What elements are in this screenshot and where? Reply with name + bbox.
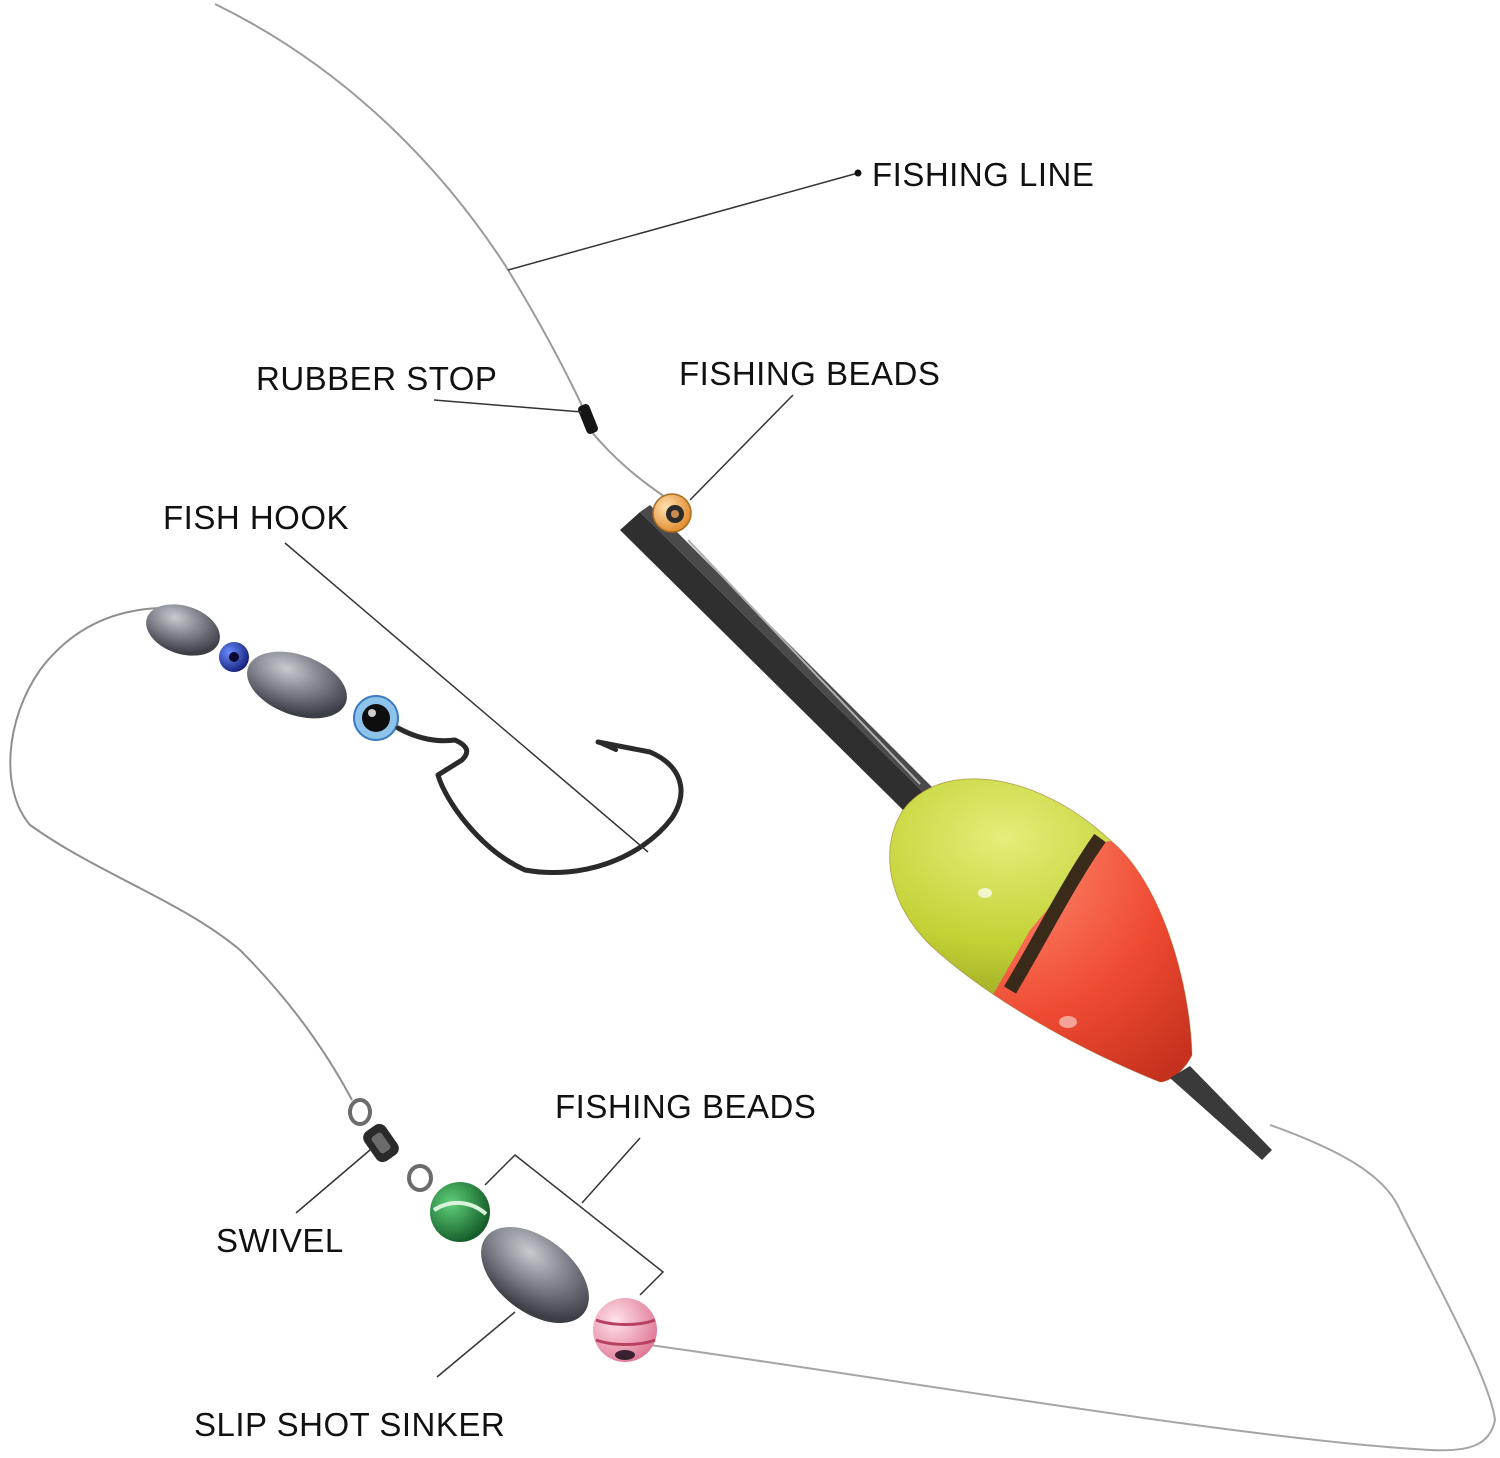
hook-sinker-small xyxy=(146,604,220,656)
float-body xyxy=(889,778,1193,1083)
fishing-bead-green xyxy=(430,1182,490,1242)
label-fishing-beads-bottom: FISHING BEADS xyxy=(555,1088,817,1125)
hook-sinker-large xyxy=(247,651,347,719)
fishing-bead-orange xyxy=(652,493,692,533)
float-bottom-stem xyxy=(1170,1066,1272,1160)
fishing-bead-pink xyxy=(593,1298,657,1362)
callout-fish-hook xyxy=(284,542,649,853)
label-swivel: SWIVEL xyxy=(216,1222,344,1259)
label-fishing-beads-top: FISHING BEADS xyxy=(679,355,941,392)
fish-hook xyxy=(395,725,684,875)
fishing-line-bottom xyxy=(649,1124,1497,1452)
stem-line xyxy=(687,539,921,785)
float-stem xyxy=(620,512,926,812)
hook-bead-blue xyxy=(219,642,249,672)
callout-swivel xyxy=(295,1149,371,1214)
swivel xyxy=(348,1098,433,1192)
label-rubber-stop: RUBBER STOP xyxy=(256,360,498,397)
fishing-line-to-bead xyxy=(589,429,666,498)
label-fishing-line: FISHING LINE xyxy=(872,156,1095,193)
slip-shot-sinker xyxy=(481,1226,589,1324)
callout-fishing-line xyxy=(507,169,862,271)
label-slip-shot-sinker: SLIP SHOT SINKER xyxy=(194,1406,506,1443)
callout-fishing-beads-top xyxy=(689,394,794,501)
callout-rubber-stop xyxy=(433,399,583,413)
fish-hook-barb xyxy=(596,740,618,752)
leader-line xyxy=(9,607,353,1101)
callout-fishing-beads-bottom xyxy=(484,1137,665,1296)
hook-bead-eye xyxy=(353,695,399,741)
callout-slip-shot-sinker xyxy=(436,1311,516,1378)
rubber-stop xyxy=(578,404,598,434)
fishing-line-top xyxy=(214,3,586,413)
float-stem-highlight xyxy=(640,505,933,795)
label-fish-hook: FISH HOOK xyxy=(163,499,350,536)
